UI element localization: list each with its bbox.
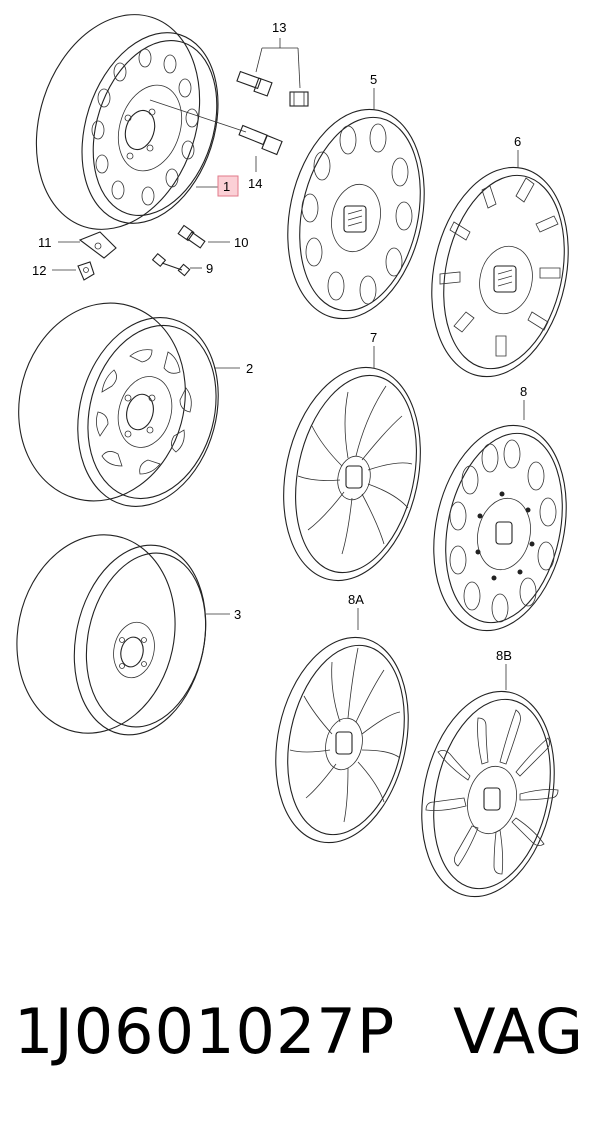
parts-diagram: 1 13 14 11 12 10 9 (0, 0, 586, 909)
callout-10[interactable]: 10 (234, 235, 248, 250)
steel-wheel-3[interactable] (0, 520, 223, 748)
callout-8a[interactable]: 8A (348, 592, 364, 607)
callout-8b[interactable]: 8B (496, 648, 512, 663)
hubcap-8b[interactable] (404, 679, 572, 909)
part-number: 1J0601027P (14, 995, 396, 1068)
wheel-nut-13b[interactable] (289, 91, 309, 107)
hubcap-5[interactable] (269, 97, 442, 332)
callout-5[interactable]: 5 (370, 72, 377, 87)
callout-2[interactable]: 2 (246, 361, 253, 376)
callout-12[interactable]: 12 (32, 263, 46, 278)
hubcap-6[interactable] (413, 155, 586, 390)
hubcap-8a[interactable] (258, 625, 426, 855)
valve-10[interactable] (177, 224, 206, 249)
highlighted-callout-box (217, 175, 239, 197)
callout-6[interactable]: 6 (514, 134, 521, 149)
callout-11[interactable]: 11 (38, 235, 52, 250)
clip-12[interactable] (77, 261, 95, 281)
callout-3[interactable]: 3 (234, 607, 241, 622)
steel-wheel-2[interactable] (0, 284, 239, 522)
hubcap-8[interactable] (416, 413, 584, 643)
wheel-bolt-13a[interactable] (236, 70, 273, 97)
callout-7[interactable]: 7 (370, 330, 377, 345)
brand-label: VAG (453, 995, 584, 1068)
callout-13[interactable]: 13 (272, 20, 286, 35)
callout-1[interactable]: 1 (223, 179, 230, 194)
callout-9[interactable]: 9 (206, 261, 213, 276)
footer: 1J0601027P VAG (0, 995, 600, 1085)
steel-wheel-1[interactable] (10, 0, 241, 251)
callout-14[interactable]: 14 (248, 176, 262, 191)
wheel-bolt-14[interactable] (238, 124, 283, 156)
valve-9[interactable] (151, 252, 191, 277)
callout-8[interactable]: 8 (520, 384, 527, 399)
balance-weight-11[interactable] (78, 231, 117, 259)
hubcap-7[interactable] (265, 355, 439, 594)
